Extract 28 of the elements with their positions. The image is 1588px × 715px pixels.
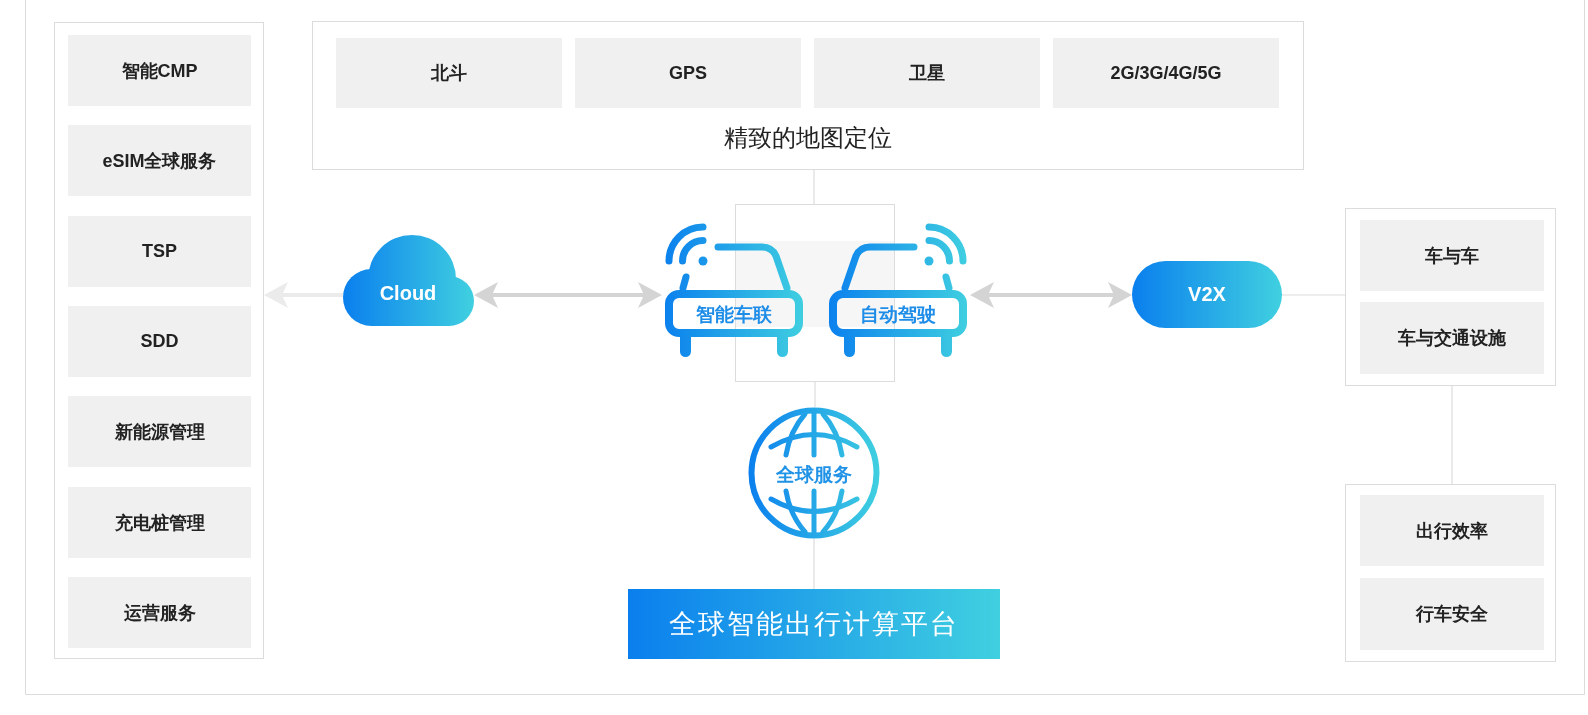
double-arrow xyxy=(474,282,662,308)
feature-tile: 车与车 xyxy=(1360,220,1544,291)
feature-tile: 卫星 xyxy=(814,38,1040,108)
double-arrow xyxy=(970,282,1132,308)
group-panel xyxy=(1345,208,1556,386)
feature-tile: 车与交通设施 xyxy=(1360,302,1544,374)
feature-tile: 充电桩管理 xyxy=(68,487,251,558)
feature-tile: 北斗 xyxy=(336,38,562,108)
feature-tile: TSP xyxy=(68,216,251,287)
group-title: 精致的地图定位 xyxy=(724,126,892,150)
feature-tile: eSIM全球服务 xyxy=(68,125,251,196)
feature-tile: 出行效率 xyxy=(1360,495,1544,566)
group-panel xyxy=(1345,484,1556,662)
feature-tile: GPS xyxy=(575,38,801,108)
platform-banner: 全球智能出行计算平台 xyxy=(628,589,1000,659)
car-label: 智能车联 xyxy=(696,304,772,324)
group-panel xyxy=(54,22,264,659)
feature-tile: 2G/3G/4G/5G xyxy=(1053,38,1279,108)
pill-shape: V2X xyxy=(1132,261,1282,328)
car-label: 自动驾驶 xyxy=(860,304,936,324)
feature-tile: 智能CMP xyxy=(68,35,251,106)
feature-tile: 行车安全 xyxy=(1360,578,1544,650)
feature-tile: SDD xyxy=(68,306,251,377)
feature-tile: 运营服务 xyxy=(68,577,251,648)
arrow xyxy=(264,282,343,308)
globe-label: 全球服务 xyxy=(776,464,852,484)
feature-tile: 新能源管理 xyxy=(68,396,251,467)
group-panel xyxy=(312,21,1304,170)
